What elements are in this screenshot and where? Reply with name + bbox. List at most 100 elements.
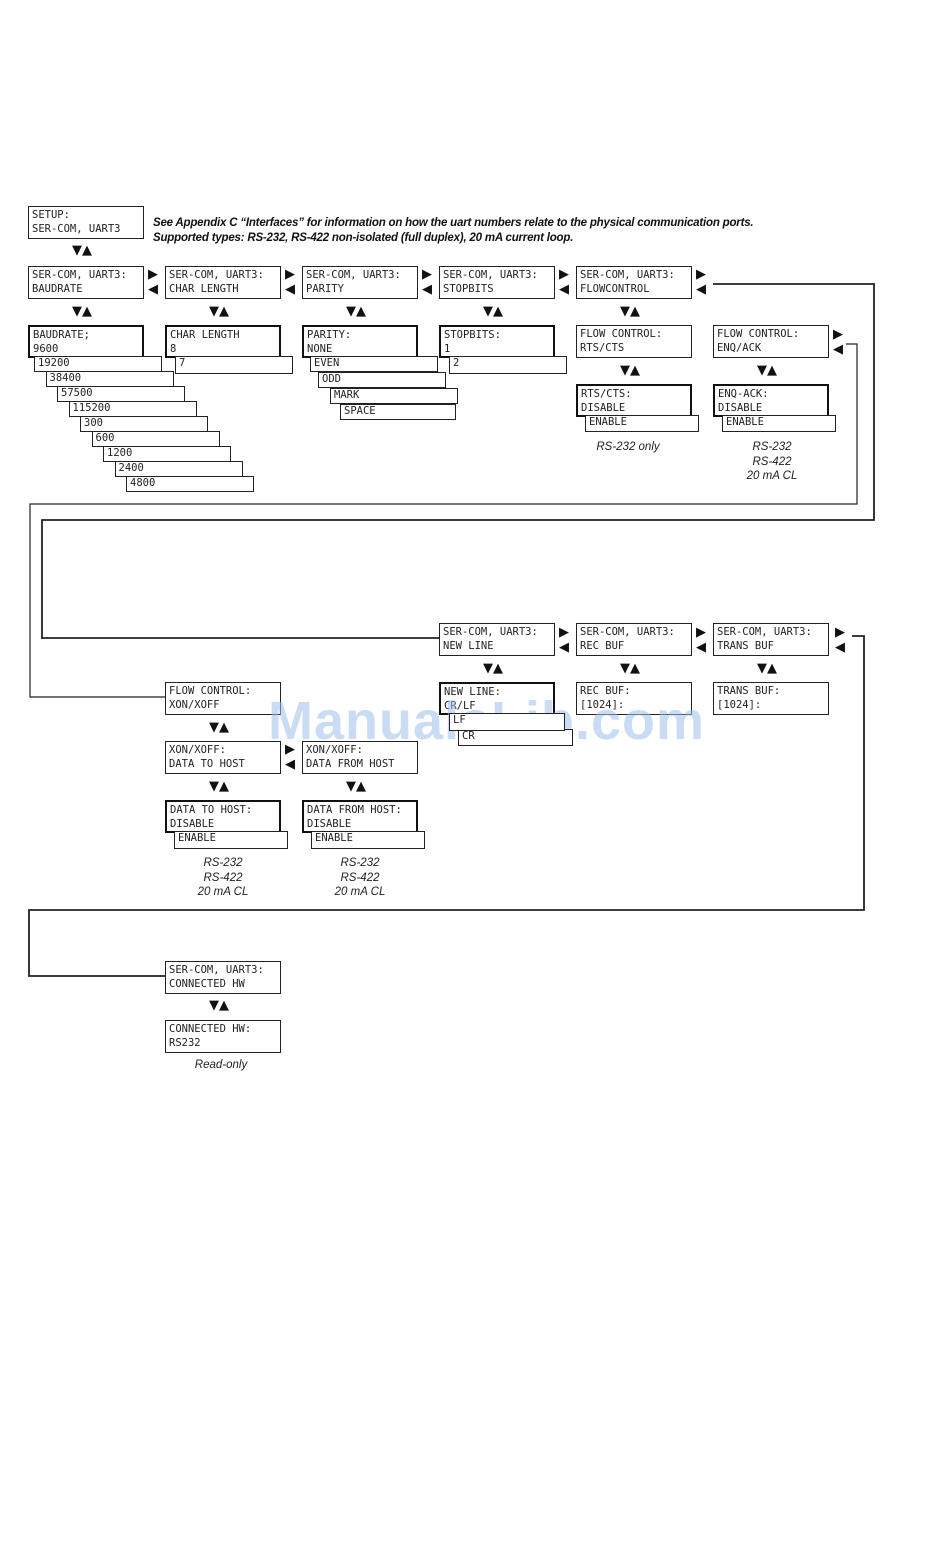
down-up-triangle-icon: ▼▲	[757, 661, 777, 676]
flowcontrol-enqack-box-line-1: FLOW CONTROL:	[717, 328, 800, 340]
flowcontrol-enqack-box: FLOW CONTROL:ENQ/ACK	[713, 325, 829, 358]
rtscts-value-box: RTS/CTS: DISABLE	[576, 384, 692, 417]
down-up-triangle-icon: ▼▲	[346, 304, 366, 319]
caption-datafromhost: RS-422	[340, 871, 380, 884]
parity-option: EVEN	[310, 356, 438, 372]
caption-datafromhost: RS-232	[340, 857, 380, 869]
note-appendix: See Appendix C “Interfaces” for informat…	[153, 217, 754, 229]
connectedhw-value-box-line-2: RS232	[169, 1037, 201, 1049]
menu-connectedhw-box: SER-COM, UART3:CONNECTED HW	[165, 961, 281, 994]
newline-option: CR	[458, 729, 573, 746]
right-left-triangle-icon: ◀	[559, 640, 569, 655]
right-left-triangle-icon: ◀	[285, 282, 295, 297]
right-left-triangle-icon: ▶	[148, 267, 158, 282]
baudrate-value-box-line-1: BAUDRATE;	[33, 329, 90, 341]
down-up-triangle-icon: ▼▲	[346, 779, 366, 794]
caption-enqack: RS-422	[752, 455, 792, 468]
stopbits-value-box-line-2: 1	[444, 343, 451, 355]
flowcontrol-xonxoff-box-line-2: XON/XOFF	[169, 699, 220, 711]
setup-menu-box-line-2: SER-COM, UART3	[32, 223, 121, 235]
flowcontrol-rtscts-box-line-1: FLOW CONTROL:	[580, 328, 663, 340]
right-left-triangle-icon: ▶	[696, 267, 706, 282]
recbuf-value-box-line-2: [1024]:	[580, 699, 625, 711]
menu-newline-box: SER-COM, UART3:NEW LINE	[439, 623, 555, 656]
menu-recbuf-box-line-2: REC BUF	[580, 640, 625, 652]
menu-recbuf-box: SER-COM, UART3: REC BUF	[576, 623, 692, 656]
caption-rtscts: RS-232 only	[596, 441, 660, 453]
datafromhost-value-box: DATA FROM HOST:DISABLE	[302, 800, 418, 833]
right-left-triangle-icon: ▶	[833, 327, 843, 342]
right-left-triangle-icon: ◀	[696, 640, 706, 655]
right-left-triangle-icon: ▶	[559, 267, 569, 282]
caption-datafromhost: 20 mA CL	[334, 886, 386, 898]
menu-baudrate-box-line-2: BAUDRATE	[32, 283, 83, 295]
down-up-triangle-icon: ▼▲	[209, 720, 229, 735]
menu-transbuf-box-line-1: SER-COM, UART3:	[717, 626, 812, 638]
xonxoff-tohost-box-line-2: DATA TO HOST	[169, 758, 245, 770]
menu-recbuf-box-line-1: SER-COM, UART3:	[580, 626, 675, 638]
note-supported-types: Supported types: RS-232, RS-422 non-isol…	[153, 232, 574, 244]
menu-parity-box-line-2: PARITY	[306, 283, 344, 295]
down-up-triangle-icon: ▼▲	[620, 304, 640, 319]
newline-value-box-line-2: CR/LF	[444, 700, 476, 712]
down-up-triangle-icon: ▼▲	[209, 304, 229, 319]
menu-transbuf-box: SER-COM, UART3:TRANS BUF	[713, 623, 829, 656]
menu-charlength-box-line-2: CHAR LENGTH	[169, 283, 239, 295]
baudrate-value-box-line-2: 9600	[33, 343, 59, 355]
connector-line	[29, 343, 858, 698]
baudrate-option: 115200	[68, 401, 197, 417]
menu-flowcontrol-box-line-1: SER-COM, UART3:	[580, 269, 675, 281]
down-up-triangle-icon: ▼▲	[483, 304, 503, 319]
recbuf-value-box: REC BUF:[1024]:	[576, 682, 692, 715]
datatohost-value-box-line-2: DISABLE	[170, 818, 215, 830]
flowcontrol-xonxoff-box: FLOW CONTROL: XON/XOFF	[165, 682, 281, 715]
parity-value-box-line-1: PARITY:	[307, 329, 352, 341]
menu-stopbits-box-line-2: STOPBITS	[443, 283, 494, 295]
rtscts-value-box-line-1: RTS/CTS:	[581, 388, 632, 400]
connectedhw-value-box-line-1: CONNECTED HW:	[169, 1023, 252, 1035]
right-left-triangle-icon: ◀	[696, 282, 706, 297]
baudrate-option: 300	[80, 416, 208, 432]
baudrate-option: 19200	[34, 356, 162, 372]
parity-option: SPACE	[340, 404, 456, 420]
stopbits-value-box: STOPBITS:1	[439, 325, 555, 358]
menu-baudrate-box: SER-COM, UART3: BAUDRATE	[28, 266, 144, 299]
caption-datatohost: RS-232	[203, 857, 243, 869]
datatohost-value-box: DATA TO HOST:DISABLE	[165, 800, 281, 833]
down-up-triangle-icon: ▼▲	[72, 304, 92, 319]
caption-enqack: RS-232	[752, 441, 792, 453]
transbuf-value-box: TRANS BUF:[1024]:	[713, 682, 829, 715]
baudrate-option: 2400	[114, 461, 243, 477]
baudrate-value-box: BAUDRATE; 9600	[28, 325, 144, 358]
right-left-triangle-icon: ▶	[285, 742, 295, 757]
charlength-option: 7	[175, 356, 293, 374]
down-up-triangle-icon: ▼▲	[757, 363, 777, 378]
down-up-triangle-icon: ▼▲	[209, 779, 229, 794]
caption-enqack: 20 mA CL	[746, 470, 798, 482]
menu-newline-box-line-1: SER-COM, UART3:	[443, 626, 538, 638]
connectedhw-value-box: CONNECTED HW: RS232	[165, 1020, 281, 1053]
flowcontrol-rtscts-box: FLOW CONTROL: RTS/CTS	[576, 325, 692, 358]
rtscts-value-box-line-2: DISABLE	[581, 402, 626, 414]
menu-baudrate-box-line-1: SER-COM, UART3:	[32, 269, 127, 281]
right-left-triangle-icon: ▶	[835, 625, 845, 640]
caption-datatohost: 20 mA CL	[197, 886, 249, 898]
baudrate-option: 1200	[103, 446, 231, 462]
right-left-triangle-icon: ◀	[422, 282, 432, 297]
flowcontrol-rtscts-box-line-2: RTS/CTS	[580, 342, 625, 354]
down-up-triangle-icon: ▼▲	[209, 998, 229, 1013]
setup-menu-box-line-1: SETUP:	[32, 209, 70, 221]
setup-menu-box: SETUP: SER-COM, UART3	[28, 206, 144, 239]
xonxoff-tohost-box: XON/XOFF: DATA TO HOST	[165, 741, 281, 774]
right-left-triangle-icon: ◀	[835, 640, 845, 655]
newline-value-box: NEW LINE:CR/LF	[439, 682, 555, 715]
xonxoff-tohost-box-line-1: XON/XOFF:	[169, 744, 226, 756]
down-up-triangle-icon: ▼▲	[620, 661, 640, 676]
flowcontrol-xonxoff-box-line-1: FLOW CONTROL:	[169, 685, 252, 697]
baudrate-option: 4800	[126, 476, 254, 492]
caption-connectedhw: Read-only	[194, 1059, 248, 1071]
menu-flowcontrol-box-line-2: FLOWCONTROL	[580, 283, 650, 295]
